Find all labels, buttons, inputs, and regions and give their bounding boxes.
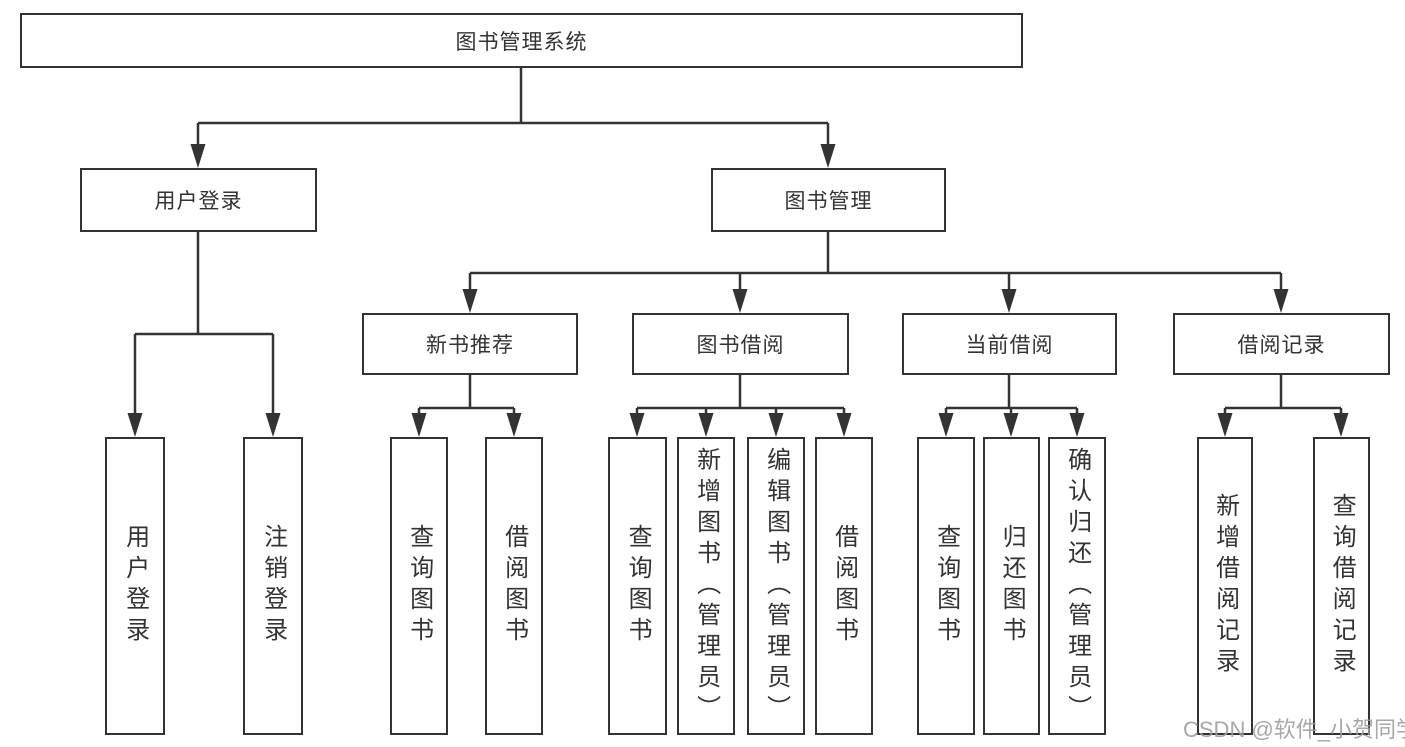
leaf-label: 用户登录 [121,524,149,648]
leaf-label: 归还图书 [998,524,1026,648]
leaf-borrow-borrow-books: 借阅图书 [815,437,873,735]
node-book-borrowing: 图书借阅 [632,313,849,375]
node-label: 新书推荐 [426,334,514,357]
leaf-current-query-books: 查询图书 [917,437,975,735]
node-label: 用户登录 [154,190,243,213]
node-new-book-recommend: 新书推荐 [362,313,578,375]
node-label: 图书管理 [784,190,873,213]
leaf-logout: 注销登录 [243,437,303,735]
leaf-label: 借阅图书 [500,524,528,648]
node-label: 图书借阅 [696,334,785,357]
arrowheads [127,144,1349,437]
node-label: 借阅记录 [1237,334,1326,357]
leaf-label: 查询图书 [932,524,960,648]
node-library-management-system: 图书管理系统 [20,13,1023,68]
leaf-label: 借阅图书 [830,524,858,648]
csdn-watermark: CSDN @软件_小贺同学 [1183,717,1405,742]
leaf-current-return-books: 归还图书 [983,437,1040,735]
node-label: 图书管理系统 [455,30,588,54]
leaf-label: 确认归还（管理员） [1063,446,1091,726]
node-borrowing-records: 借阅记录 [1173,313,1390,375]
leaf-borrow-add-books-admin: 新增图书（管理员） [677,437,735,735]
leaf-newbook-query-books: 查询图书 [390,437,448,735]
node-user-login: 用户登录 [80,168,317,232]
leaf-user-login: 用户登录 [105,437,165,735]
node-label: 当前借阅 [965,334,1054,357]
leaf-label: 查询借阅记录 [1328,493,1356,679]
leaf-borrow-query-books: 查询图书 [608,437,667,735]
branch-lines [133,68,1343,416]
leaf-records-add-record: 新增借阅记录 [1197,437,1253,735]
leaf-newbook-borrow-books: 借阅图书 [485,437,543,735]
leaf-borrow-edit-books-admin: 编辑图书（管理员） [747,437,805,735]
leaf-label: 查询图书 [624,524,652,648]
node-book-management: 图书管理 [711,168,946,232]
leaf-label: 注销登录 [259,524,287,648]
node-current-borrowing: 当前借阅 [902,313,1117,375]
leaf-label: 编辑图书（管理员） [762,446,790,726]
leaf-label: 新增借阅记录 [1211,493,1239,679]
leaf-label: 新增图书（管理员） [692,446,720,726]
leaf-records-query-record: 查询借阅记录 [1313,437,1370,735]
leaf-current-confirm-return-admin: 确认归还（管理员） [1048,437,1106,735]
leaf-label: 查询图书 [405,524,433,648]
